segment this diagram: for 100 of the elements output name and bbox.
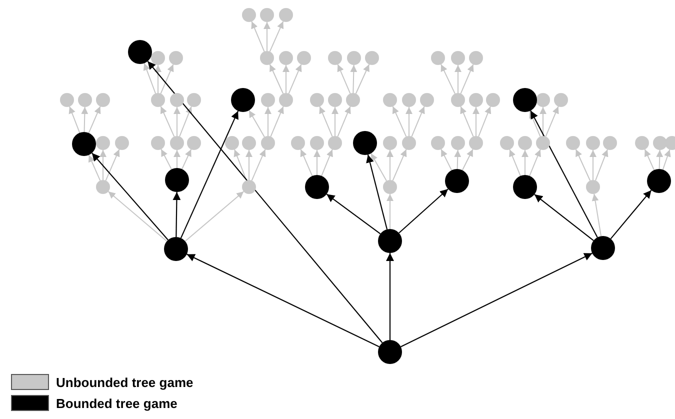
tree-node xyxy=(554,93,568,107)
arrow xyxy=(108,191,168,242)
arrow xyxy=(406,106,412,136)
arrow xyxy=(160,148,172,170)
tree-node xyxy=(469,51,483,65)
tree-node xyxy=(328,93,342,107)
arrow xyxy=(398,188,448,234)
arrow xyxy=(454,150,462,170)
arrow xyxy=(160,64,174,94)
arrow xyxy=(529,110,541,138)
arrow xyxy=(174,150,180,168)
tree-node xyxy=(279,51,293,65)
tree-node xyxy=(310,93,324,107)
tree-node xyxy=(431,51,445,65)
tree-node xyxy=(365,51,379,65)
arrow xyxy=(610,190,652,240)
tree-node xyxy=(261,93,275,107)
arrow xyxy=(540,106,546,136)
tree-node xyxy=(151,51,165,65)
tree-node xyxy=(96,136,110,150)
tree-node xyxy=(261,136,275,150)
tree-node xyxy=(115,136,129,150)
arrow xyxy=(530,110,598,238)
arrow xyxy=(251,20,265,52)
arrow xyxy=(160,106,175,138)
arrow xyxy=(462,148,474,171)
arrow xyxy=(264,22,270,52)
tree-node xyxy=(402,136,416,150)
tree-node xyxy=(353,131,377,155)
arrow xyxy=(529,148,541,176)
tree-node xyxy=(536,93,550,107)
arrow xyxy=(269,20,284,52)
arrow xyxy=(68,106,80,134)
tree-node xyxy=(328,51,342,65)
tree-node xyxy=(328,136,342,150)
arrow xyxy=(88,154,101,182)
tree-node xyxy=(653,136,667,150)
tree-node xyxy=(431,136,445,150)
arrow xyxy=(234,149,247,181)
legend-label: Unbounded tree game xyxy=(56,376,194,388)
tree-node xyxy=(513,88,537,112)
arrow xyxy=(184,191,244,242)
tree-node xyxy=(187,93,201,107)
arrow xyxy=(154,64,162,94)
arrow xyxy=(337,64,351,94)
tree-node xyxy=(603,136,617,150)
tree-node xyxy=(451,136,465,150)
tree-node xyxy=(647,169,671,193)
tree-node xyxy=(378,340,402,364)
tree-node xyxy=(260,8,274,22)
tree-node xyxy=(60,93,74,107)
arrow xyxy=(509,148,521,176)
tree-node xyxy=(170,136,184,150)
tree-node xyxy=(279,8,293,22)
arrow xyxy=(179,106,192,137)
tree-node xyxy=(96,93,110,107)
tree-node xyxy=(451,93,465,107)
arrow xyxy=(386,150,394,180)
arrow xyxy=(392,106,407,138)
tree-node xyxy=(151,136,165,150)
arrow xyxy=(264,106,272,136)
tree-node xyxy=(165,168,189,192)
arrow xyxy=(321,148,333,176)
tree-node xyxy=(305,175,329,199)
tree-node xyxy=(151,93,165,107)
tree-node xyxy=(566,136,580,150)
tree-node xyxy=(164,237,188,261)
arrow xyxy=(143,62,156,94)
tree-node xyxy=(297,51,311,65)
arrow xyxy=(522,150,528,176)
arrow xyxy=(644,148,655,171)
arrow xyxy=(386,194,394,230)
tree-node xyxy=(469,93,483,107)
arrow xyxy=(186,254,380,348)
arrow xyxy=(270,106,284,138)
tree-node xyxy=(402,93,416,107)
arrow xyxy=(440,148,452,171)
arrow xyxy=(300,148,313,176)
arrow xyxy=(172,192,181,237)
tree-node xyxy=(665,136,675,150)
arrow xyxy=(246,150,252,180)
arrow xyxy=(440,64,456,94)
arrow xyxy=(366,154,388,230)
arrow xyxy=(355,64,370,94)
tree-node xyxy=(536,136,550,150)
arrow xyxy=(319,106,333,138)
tree-node xyxy=(279,93,293,107)
tree-node xyxy=(586,180,600,194)
arrow xyxy=(326,194,381,234)
tree-node xyxy=(242,180,256,194)
tree-node xyxy=(513,175,537,199)
arrow xyxy=(174,106,180,136)
arrow xyxy=(411,106,425,138)
tree-node xyxy=(383,136,397,150)
arrow xyxy=(100,150,106,180)
tree-node xyxy=(260,51,274,65)
arrow xyxy=(288,64,302,94)
arrow xyxy=(248,110,265,138)
tree-node xyxy=(242,8,256,22)
arrow xyxy=(400,252,592,348)
